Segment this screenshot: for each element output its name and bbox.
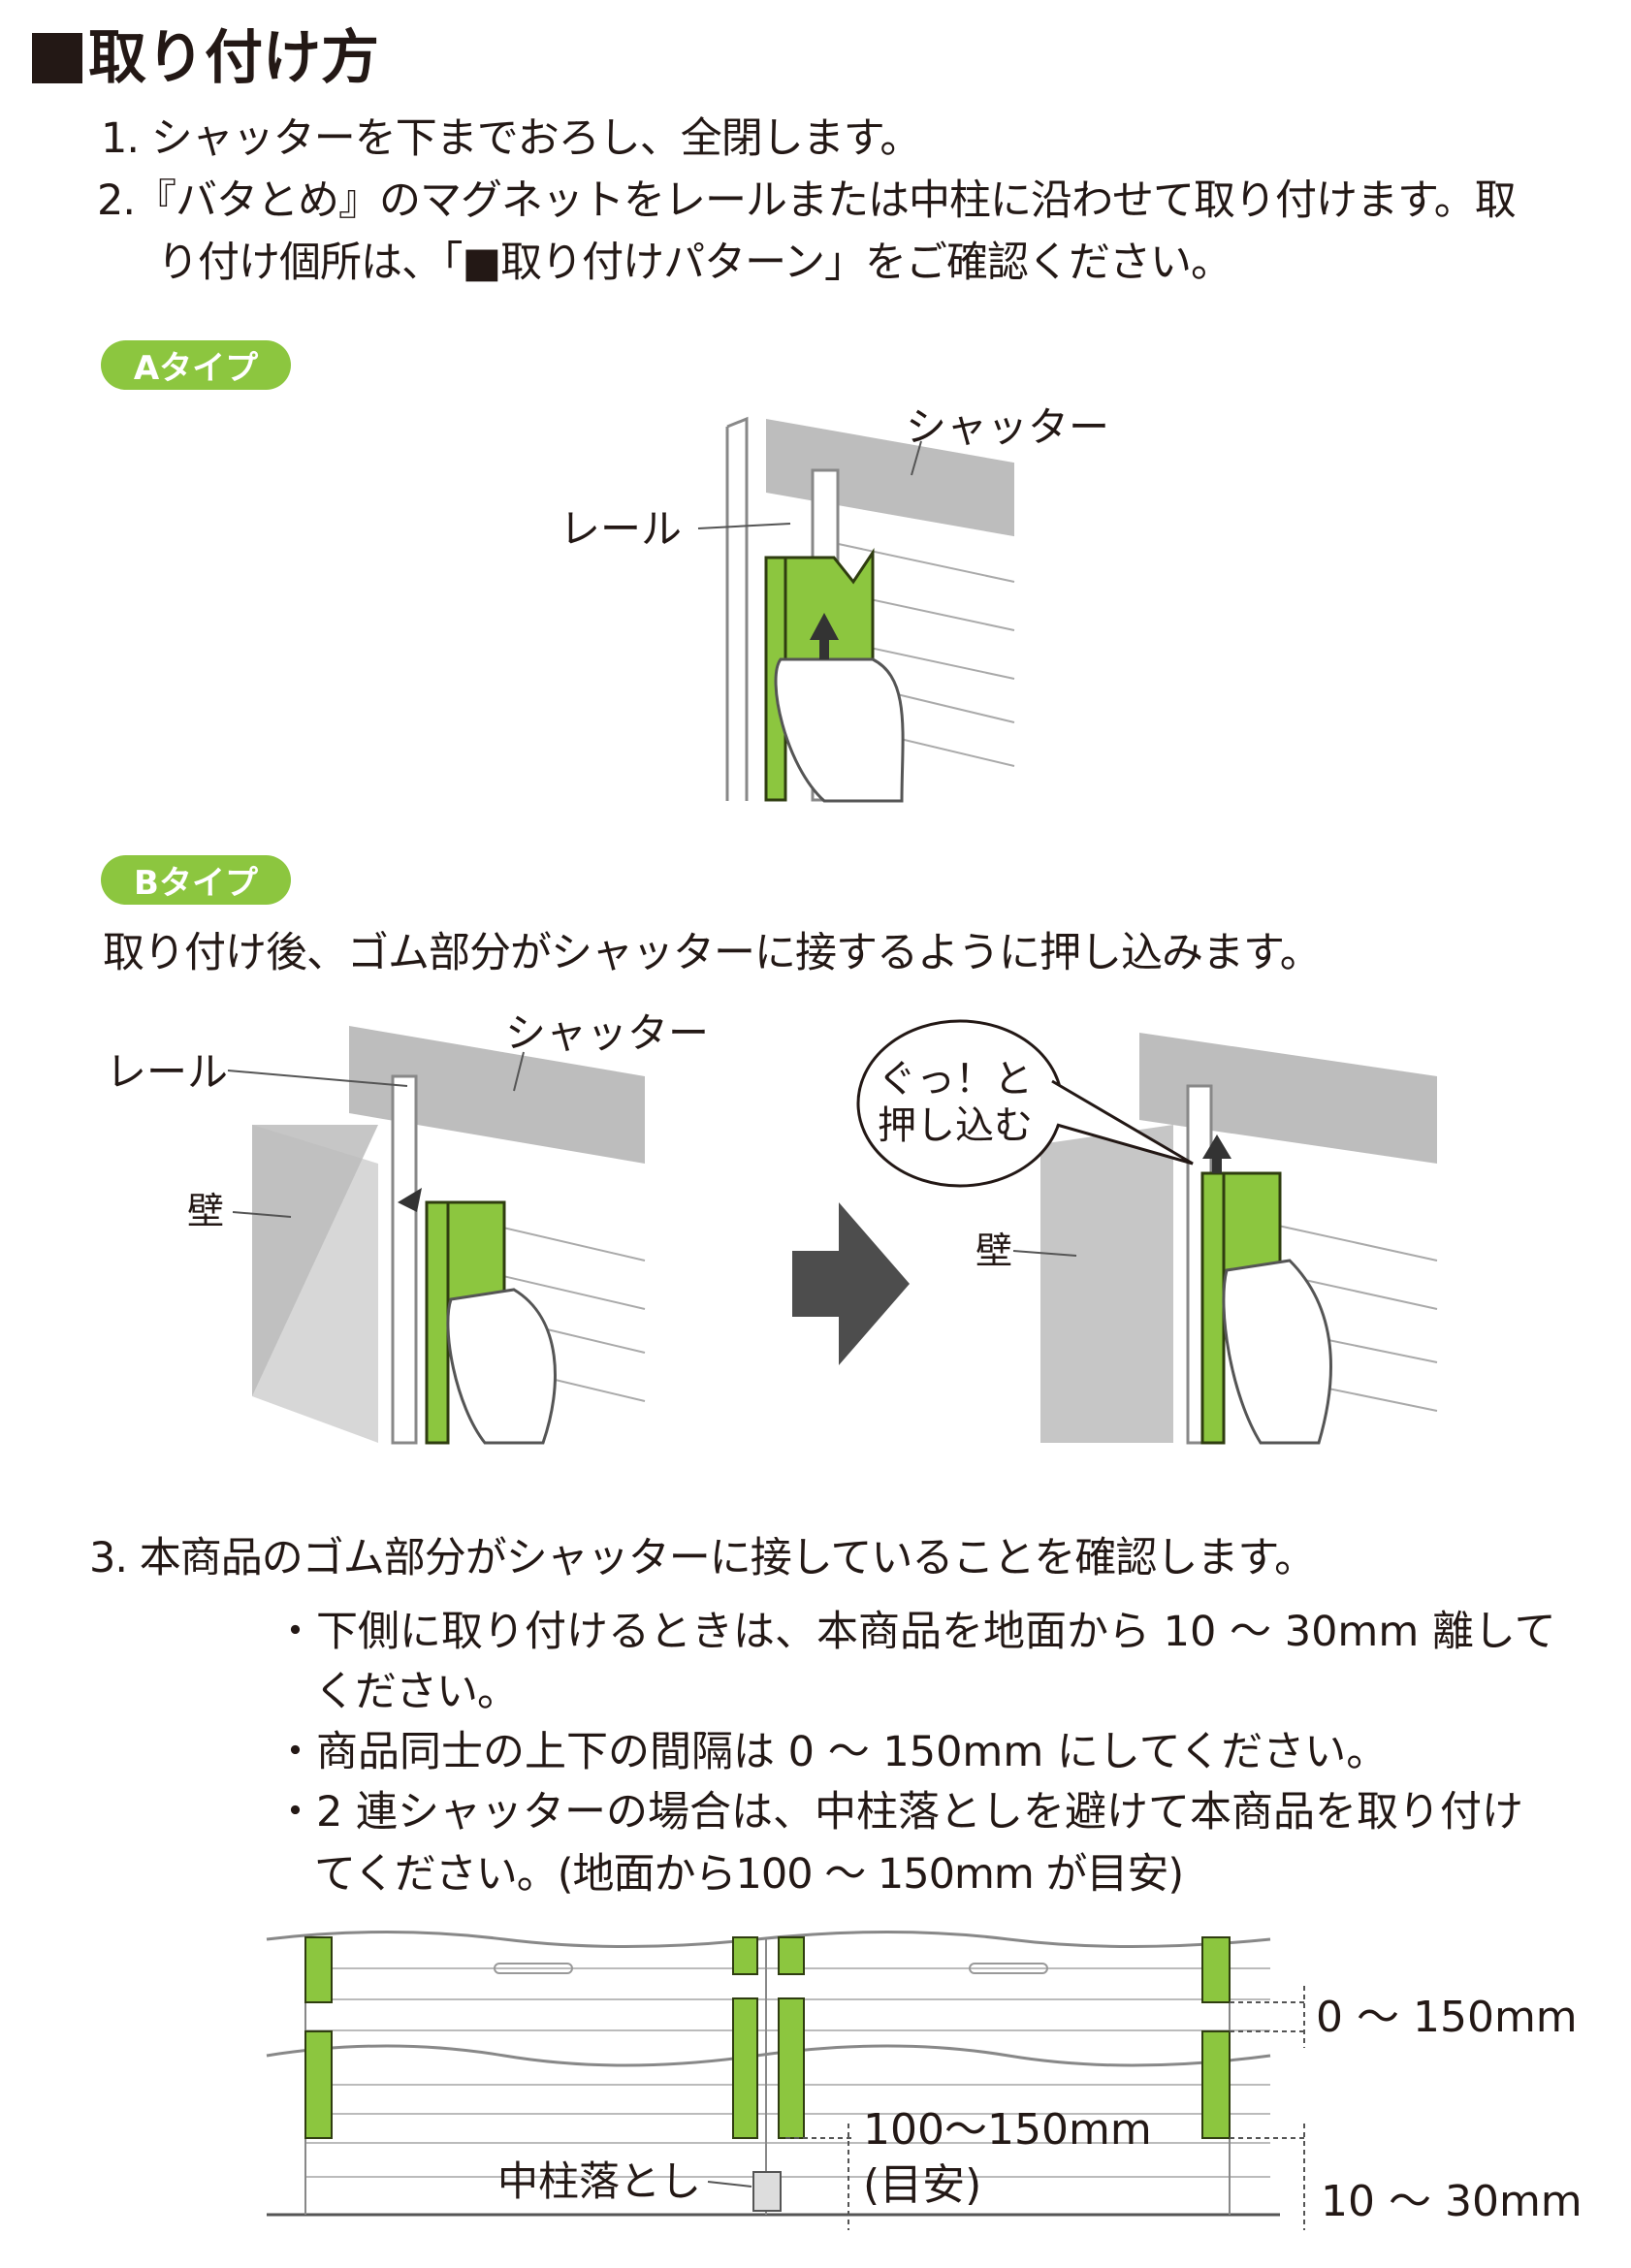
type-a-badge: Aタイプ: [101, 340, 291, 390]
next-step-arrow-icon: [792, 1202, 910, 1365]
title-text: 取り付け方: [88, 24, 379, 92]
type-b-badge: Bタイプ: [101, 855, 291, 905]
push-arrow-icon: [810, 613, 839, 659]
label-rail-b: レール: [106, 1048, 228, 1096]
placement-diagram: 0 ～ 150mm 100～150mm (目安) 中柱落とし 10 ～ 30mm: [266, 1931, 1583, 2230]
step-3: 3. 本商品のゴム部分がシャッターに接していることを確認します。: [89, 1534, 1316, 1582]
step-2-line-1: 2.『バタとめ』のマグネットをレールまたは中柱に沿わせて取り付けます。取: [97, 176, 1517, 225]
step-2-line-2: り付け個所は、「■取り付けパターン」をご確認ください。: [157, 239, 1232, 287]
bubble-text-1: ぐっ！と: [878, 1057, 1033, 1102]
type-a-illustration: シャッター レール: [560, 403, 1109, 803]
ground-gap-label: 10 ～ 30mm: [1321, 2177, 1583, 2226]
label-wall-b-left: 壁: [187, 1190, 224, 1232]
square-bullet-icon: [32, 33, 82, 83]
label-shutter-b: シャッター: [505, 1009, 709, 1057]
page-title: 取り付け方: [32, 29, 379, 87]
type-b-after-illustration: ぐっ！と 押し込む 壁: [856, 1019, 1438, 1445]
bubble-text-2: 押し込む: [878, 1103, 1033, 1148]
center-drop-label: 中柱落とし: [497, 2157, 701, 2205]
label-rail-a: レール: [560, 505, 682, 553]
center-drop-bolt-icon: [752, 2171, 782, 2212]
note-1: ・下側に取り付けるときは、本商品を地面から 10 ～ 30mm 離して: [274, 1608, 1556, 1656]
note-1-cont: ください。: [314, 1668, 519, 1716]
step-1: 1. シャッターを下までおろし、全閉します。: [101, 114, 921, 163]
gap-label: 0 ～ 150mm: [1316, 1993, 1578, 2042]
label-shutter-a: シャッター: [906, 403, 1109, 451]
label-wall-b-right: 壁: [975, 1230, 1012, 1272]
note-3-cont: てください。(地面から100 ～ 150mm が目安): [314, 1850, 1184, 1899]
note-2: ・商品同士の上下の間隔は 0 ～ 150mm にしてください。: [274, 1728, 1389, 1776]
type-b-before-illustration: シャッター レール 壁: [106, 1009, 709, 1445]
note-3: ・2 連シャッターの場合は、中柱落としを避けて本商品を取り付け: [274, 1788, 1524, 1837]
type-b-description: 取り付け後、ゴム部分がシャッターに接するように押し込みます。: [103, 929, 1322, 977]
center-drop-height-label: 100～150mm: [863, 2105, 1152, 2155]
center-drop-note: (目安): [863, 2160, 981, 2210]
push-arrow-icon: [398, 1188, 422, 1212]
push-arrow-icon: [1202, 1134, 1231, 1173]
